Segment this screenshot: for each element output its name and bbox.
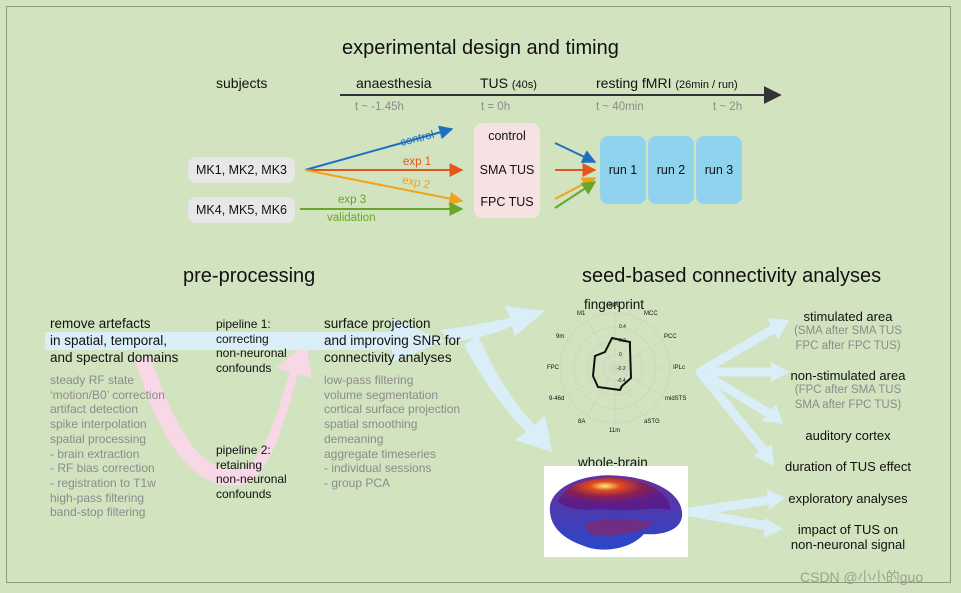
tus-fpc: FPC TUS	[480, 195, 534, 209]
radar-label-8a: 8A	[578, 419, 586, 425]
radar-label-iplc: IPLc	[673, 365, 686, 371]
subjects-label: subjects	[216, 75, 268, 91]
radar-label-9m: 9m	[556, 334, 565, 340]
auditory-cortex: auditory cortex	[805, 428, 891, 443]
radar-label-pcc: PCC	[664, 334, 677, 340]
watermark: CSDN @小小的guo	[800, 569, 924, 585]
tus-control: control	[488, 129, 526, 143]
tus-label: TUS (40s)	[480, 75, 537, 91]
run-2: run 2	[648, 136, 694, 204]
brain-surface-svg	[549, 475, 683, 550]
stimulated-area: stimulated area (SMA after SMA TUS FPC a…	[794, 309, 902, 352]
time-end: t ~ 2h	[713, 101, 743, 113]
duration-of-tus-effect: duration of TUS effect	[785, 459, 911, 474]
preprocessing-title: pre-processing	[183, 265, 316, 287]
radar-label-astg: aSTG	[644, 419, 660, 425]
figure-frame	[6, 6, 951, 583]
radar-tick-0-4: 0.4	[619, 324, 626, 330]
exp3-label: exp 3	[338, 194, 367, 206]
time-anaesthesia: t ~ -1.45h	[355, 101, 404, 113]
tus-conditions-box: control SMA TUS FPC TUS	[474, 123, 540, 218]
radar-label-11m: 11m	[609, 428, 621, 434]
fingerprint-radar	[559, 312, 671, 424]
subject-group-2: MK4, MK5, MK6	[188, 197, 295, 223]
radar-label-midsts: midSTS	[665, 396, 687, 402]
radar-label-fpc: FPC	[547, 365, 559, 371]
to-seed-flow	[440, 306, 545, 342]
pipeline2-flow	[135, 344, 312, 486]
time-tus: t = 0h	[481, 101, 511, 113]
artefact-steps-list: steady RF state ‘motion/B0’ correction a…	[50, 373, 165, 520]
rest-label: resting fMRI (26min / run)	[596, 75, 738, 91]
radar-tick-0-2: 0.2	[619, 338, 626, 344]
radar-tick-neg-0-2: -0.2	[617, 366, 626, 372]
impact-non-neuronal: impact of TUS on non-neuronal signal	[790, 522, 906, 552]
to-wholebrain-flow	[464, 335, 552, 452]
radar-label-9-46d: 9-46d	[549, 396, 565, 402]
time-rest: t ~ 40min	[596, 101, 644, 113]
radar-label-m1: M1	[577, 311, 586, 317]
remove-artefacts-block: remove artefacts in spatial, temporal, a…	[50, 316, 179, 365]
subject-group-1: MK1, MK2, MK3	[188, 157, 295, 183]
run-1: run 1	[600, 136, 646, 204]
pipeline1-flow	[45, 318, 444, 362]
pipeline-2-label: pipeline 2: retaining non-neuronal confo…	[216, 443, 287, 501]
exploratory-analyses: exploratory analyses	[788, 491, 908, 506]
seed-analyses-title: seed-based connectivity analyses	[582, 265, 882, 287]
exp1-label: exp 1	[403, 156, 432, 168]
surface-steps-list: low-pass filtering volume segmentation c…	[324, 373, 461, 490]
validation-label: validation	[327, 212, 376, 224]
fingerprint-label: fingerprint	[584, 297, 645, 312]
anaesthesia-label: anaesthesia	[356, 75, 432, 91]
radar-tick-neg-0-4: -0.4	[617, 378, 626, 384]
radar-label-mcc: MCC	[644, 311, 658, 317]
radar-tick-0: 0	[619, 352, 622, 358]
non-stimulated-area: non-stimulated area (FPC after SMA TUS S…	[790, 368, 906, 411]
main-title: experimental design and timing	[342, 37, 619, 59]
wholebrain-map	[544, 466, 688, 557]
run-3: run 3	[696, 136, 742, 204]
radar-label-spl: SPL	[609, 303, 621, 309]
surface-projection-block: surface projection and improving SNR for…	[324, 316, 461, 365]
tus-sma: SMA TUS	[479, 163, 535, 177]
pipeline-1-label: pipeline 1: correcting non-neuronal conf…	[216, 317, 287, 375]
